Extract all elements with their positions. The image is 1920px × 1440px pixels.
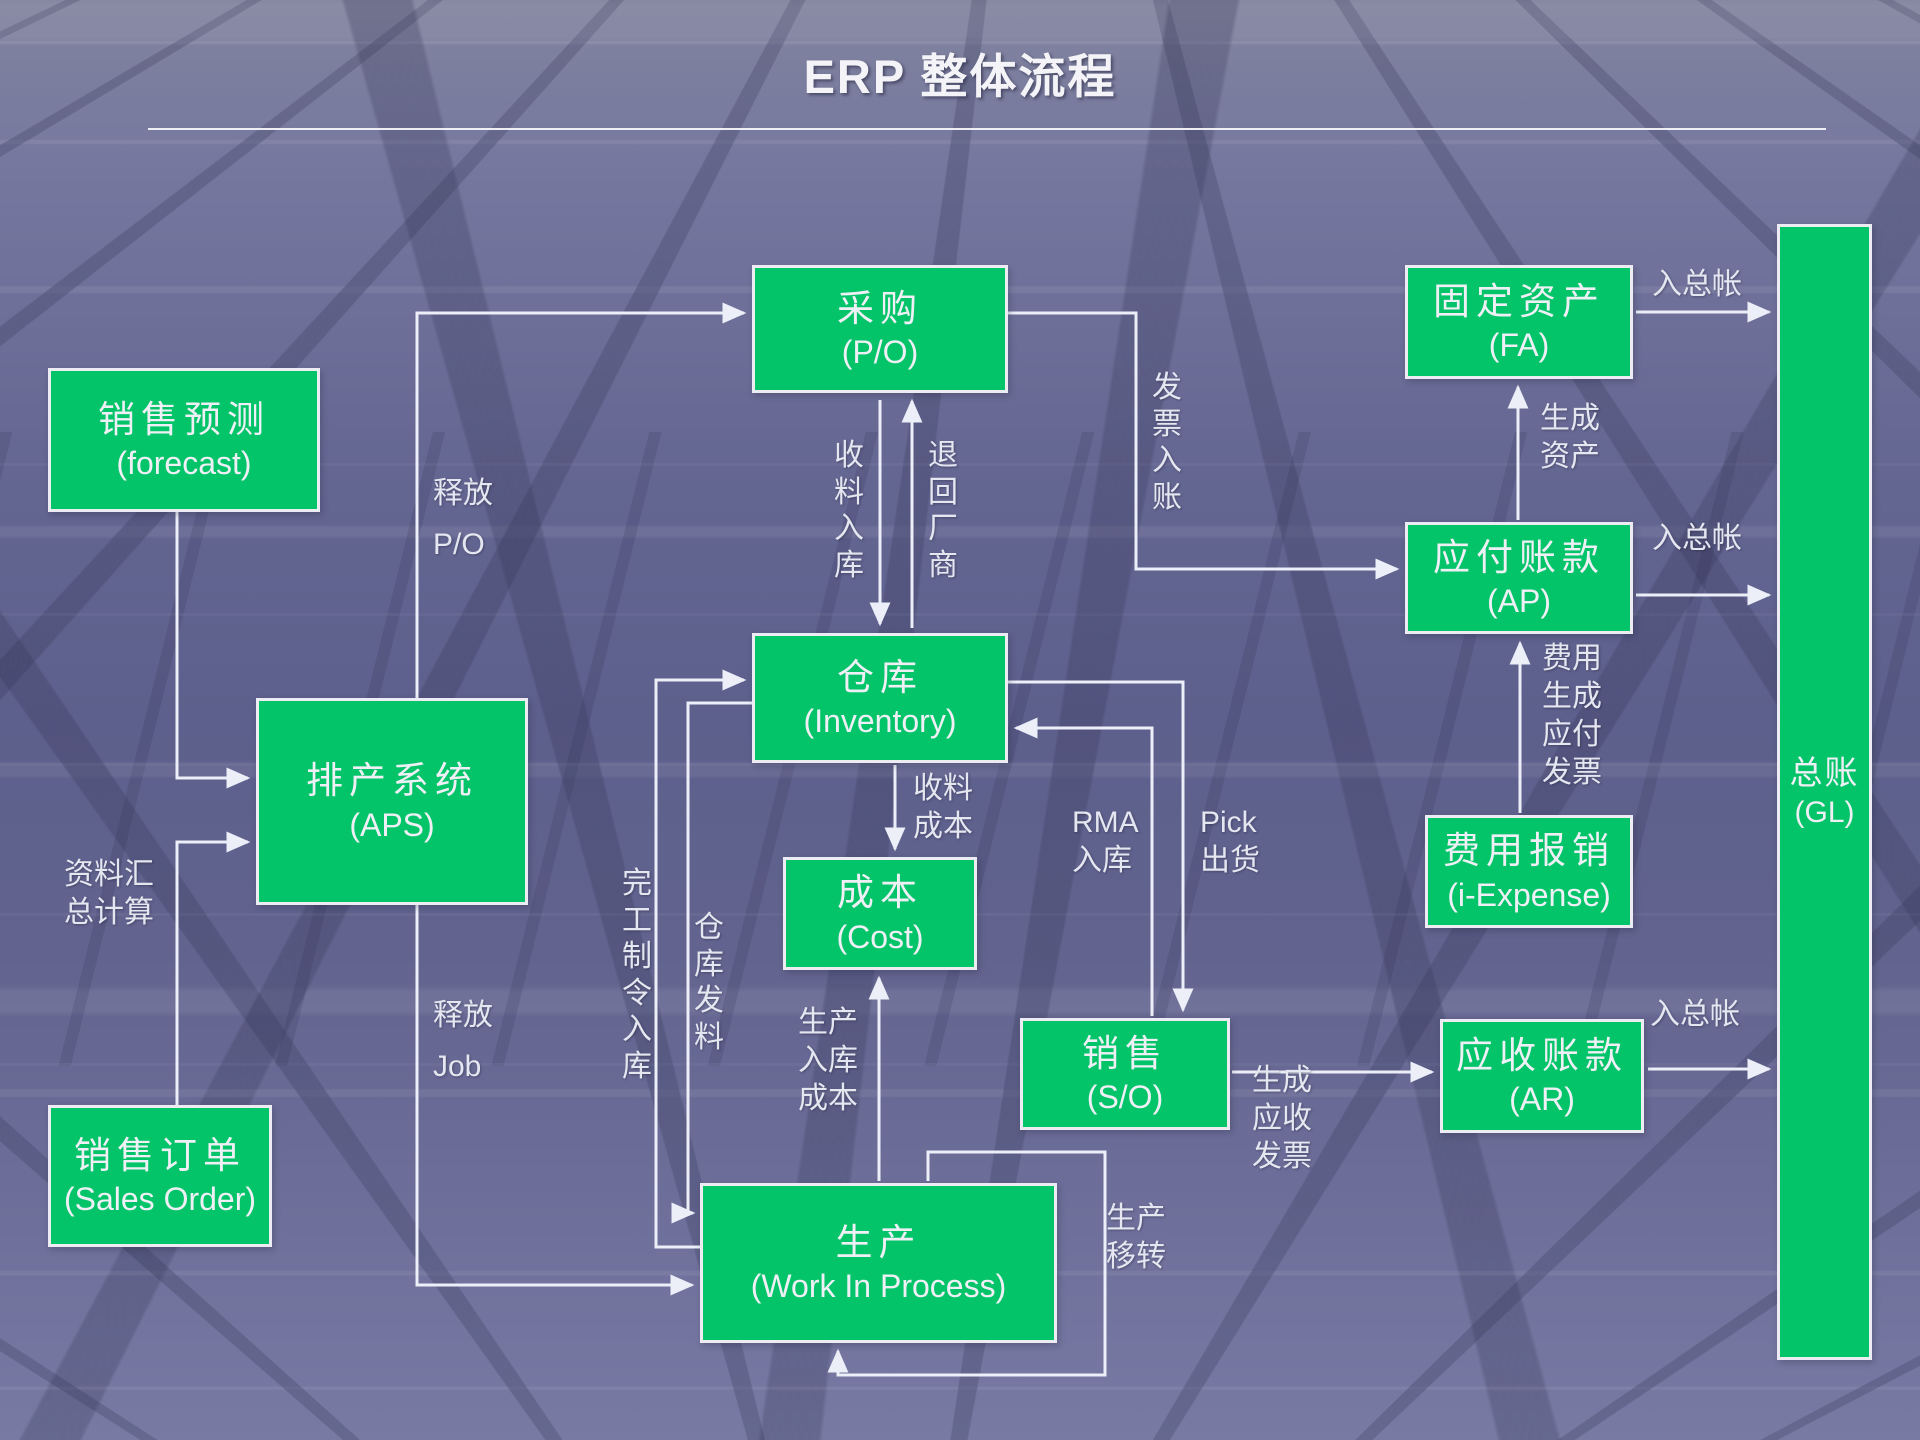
box-label-en: (Inventory) [803, 703, 957, 740]
arrow-aps-to-wip [415, 905, 695, 1296]
arrow-so-to-inventory-rma [1013, 717, 1154, 1016]
box-accounts-payable: 应付账款 (AP) [1405, 522, 1633, 634]
label-pick-ship: Pick 出货 [1200, 806, 1260, 877]
box-label-zh: 固定资产 [1433, 280, 1605, 322]
box-label-en: (AP) [1487, 583, 1551, 620]
label-production-transfer: 生产 移转 [1106, 1202, 1166, 1273]
label-data-summary-calc: 资料汇 总计算 [64, 858, 154, 929]
label-release-job: 释放 Job [433, 999, 493, 1083]
label-expense-generates-ap-invoice: 费用 生成 应付 发票 [1542, 642, 1602, 790]
label-generate-asset: 生成 资产 [1540, 402, 1600, 473]
box-aps-scheduling: 排产系统 (APS) [256, 698, 528, 905]
box-label-zh: 总账 [1789, 753, 1860, 791]
box-label-en: (S/O) [1086, 1079, 1164, 1116]
box-label-en: (FA) [1488, 327, 1550, 364]
box-label-zh: 应收账款 [1456, 1034, 1628, 1076]
label-to-gl-fa: 入总帐 [1652, 268, 1742, 301]
arrow-forecast-to-aps [175, 512, 251, 789]
label-warehouse-issue: 仓 库 发 料 [694, 911, 724, 1054]
box-label-en: (GL) [1794, 795, 1855, 829]
box-label-en: (Sales Order) [63, 1181, 257, 1218]
box-sales-order: 销售订单 (Sales Order) [48, 1105, 272, 1247]
label-return-to-vendor: 退 回 厂 商 [928, 439, 958, 582]
label-release-po: 释放 P/O [433, 477, 493, 561]
arrow-aps-to-po [415, 302, 747, 698]
arrow-salesorder-to-aps [175, 831, 251, 1105]
label-to-gl-ap: 入总帐 [1652, 522, 1742, 555]
arrow-wip-transfer-loop [827, 1150, 1107, 1377]
page-title: ERP 整体流程 [803, 50, 1117, 103]
label-invoice-booking: 发 票 入 账 [1152, 371, 1182, 514]
label-production-receipt-cost: 生产 入库 成本 [798, 1006, 858, 1116]
box-label-zh: 销售 [1082, 1032, 1168, 1074]
label-receiving-cost: 收料 成本 [913, 772, 973, 843]
box-expense-report: 费用报销 (i-Expense) [1425, 815, 1633, 928]
arrow-wip-to-inventory-completion [654, 669, 747, 1249]
label-generate-ar-invoice: 生成 应收 发票 [1252, 1064, 1312, 1174]
box-label-zh: 费用报销 [1443, 830, 1615, 872]
box-label-en: (P/O) [841, 334, 919, 371]
box-label-zh: 排产系统 [306, 760, 478, 802]
label-completion-into-warehouse: 完 工 制 令 入 库 [622, 867, 652, 1083]
box-general-ledger: 总账 (GL) [1777, 224, 1872, 1360]
box-sales: 销售 (S/O) [1020, 1018, 1230, 1130]
arrow-inventory-to-so-pick [1008, 680, 1194, 1013]
box-label-zh: 销售预测 [98, 398, 270, 440]
label-to-gl-ar: 入总帐 [1650, 998, 1740, 1031]
box-sales-forecast: 销售预测 (forecast) [48, 368, 320, 512]
label-rma-receipt: RMA 入库 [1072, 806, 1139, 877]
box-label-en: (i-Expense) [1447, 876, 1611, 913]
box-label-zh: 采购 [837, 287, 923, 329]
box-label-zh: 销售订单 [74, 1134, 246, 1176]
arrow-po-to-ap-invoice [1008, 311, 1400, 580]
box-work-in-process: 生产 (Work In Process) [700, 1183, 1057, 1343]
box-accounts-receivable: 应收账款 (AR) [1440, 1019, 1644, 1133]
box-label-zh: 应付账款 [1433, 536, 1605, 578]
box-label-zh: 生产 [835, 1221, 922, 1263]
box-inventory: 仓库 (Inventory) [752, 633, 1008, 763]
box-label-zh: 成本 [837, 872, 923, 914]
title-underline [148, 128, 1826, 130]
box-fixed-assets: 固定资产 (FA) [1405, 265, 1633, 379]
label-receive-into-warehouse: 收 料 入 库 [834, 439, 864, 582]
box-cost: 成本 (Cost) [783, 857, 977, 970]
box-label-en: (forecast) [116, 445, 252, 482]
box-label-en: (AR) [1509, 1081, 1575, 1118]
box-label-en: (Cost) [836, 918, 924, 955]
arrow-inventory-to-wip-issue [671, 701, 752, 1224]
box-label-en: (Work In Process) [750, 1268, 1007, 1305]
box-label-en: (APS) [349, 806, 435, 843]
box-label-zh: 仓库 [837, 656, 923, 698]
box-purchasing: 采购 (P/O) [752, 265, 1008, 393]
